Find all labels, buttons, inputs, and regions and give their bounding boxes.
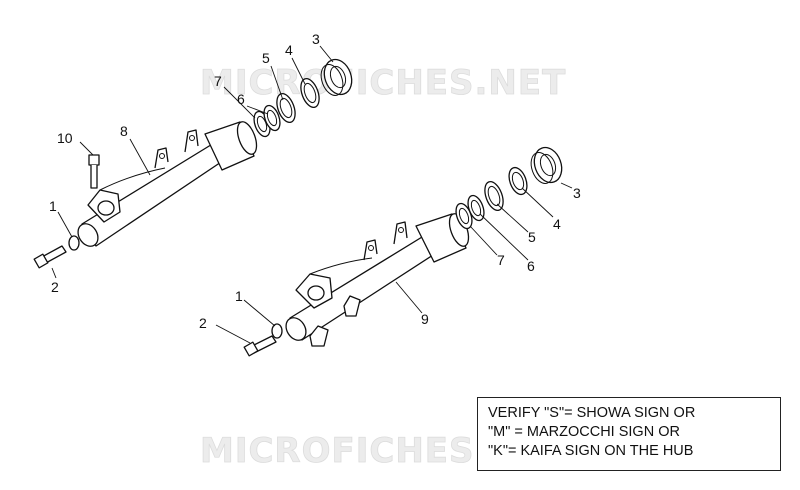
callout-6-lower: 6 (527, 258, 535, 274)
upper-bolt-2 (33, 245, 67, 269)
callout-1-lower: 1 (235, 288, 243, 304)
lower-bolt-2 (243, 335, 277, 357)
lower-washer-1 (271, 323, 283, 339)
upper-fork-leg (77, 121, 258, 247)
callout-6-upper: 6 (237, 91, 245, 107)
callouts-lower: 3 4 5 6 7 9 1 2 (199, 185, 581, 331)
callout-2-lower: 2 (199, 315, 207, 331)
note-line-2: "M" = MARZOCCHI SIGN OR (488, 424, 680, 440)
upper-circlip-4 (300, 77, 320, 109)
lower-oil-seal-3 (530, 146, 563, 184)
callout-1-upper: 1 (49, 198, 57, 214)
lower-fork-leg (285, 213, 470, 347)
watermark-top: MICROFICHES.NET (200, 63, 566, 103)
callout-5-upper: 5 (262, 50, 270, 66)
callout-8: 8 (120, 123, 128, 139)
callout-2-upper: 2 (51, 279, 59, 295)
callout-4-upper: 4 (285, 42, 293, 58)
callout-9: 9 (421, 311, 429, 327)
lower-circlip-4 (508, 166, 528, 196)
callout-7-upper: 7 (214, 73, 222, 89)
callout-5-lower: 5 (528, 229, 536, 245)
callout-3-lower: 3 (573, 185, 581, 201)
leader-lines (51, 45, 573, 344)
callout-3-upper: 3 (312, 31, 320, 47)
upper-screw-10 (88, 154, 100, 189)
verification-note: VERIFY "S"= SHOWA SIGN OR "M" = MARZOCCH… (477, 397, 781, 471)
upper-washer-1 (68, 235, 80, 251)
note-line-1: VERIFY "S"= SHOWA SIGN OR (488, 405, 696, 421)
lower-washer-5 (484, 180, 504, 212)
upper-oil-seal-3 (320, 58, 353, 96)
upper-bushing-6 (263, 104, 281, 132)
note-line-3: "K"= KAIFA SIGN ON THE HUB (488, 443, 694, 459)
callout-7-lower: 7 (497, 252, 505, 268)
callout-10: 10 (57, 130, 73, 146)
callout-4-lower: 4 (553, 216, 561, 232)
callouts-upper: 10 8 7 6 5 4 3 1 2 (49, 31, 320, 295)
